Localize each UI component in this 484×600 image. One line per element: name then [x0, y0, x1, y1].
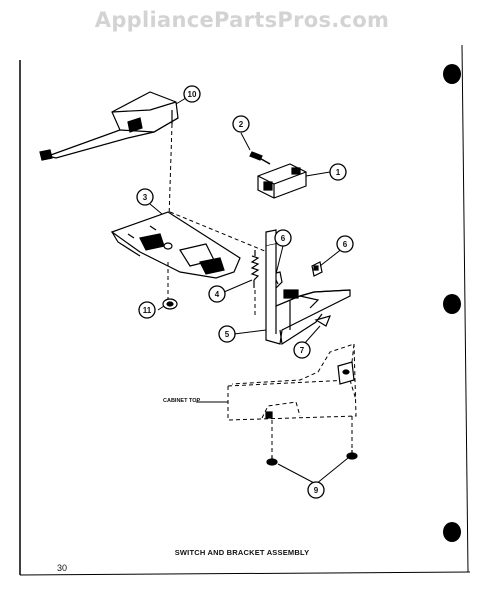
callout-leaders — [149, 97, 349, 485]
callout-10-circle — [183, 85, 201, 103]
bracket-dash-line — [169, 211, 273, 255]
cabinet-detail — [265, 361, 355, 419]
callout-6-left: 6 — [281, 234, 286, 243]
binder-holes — [443, 64, 461, 542]
callout-circles — [136, 85, 354, 499]
switch-part — [257, 163, 307, 199]
callout-9: 9 — [314, 486, 319, 495]
actuator-lever-part — [39, 91, 179, 161]
bottom-screw-right — [346, 450, 358, 460]
callout-10: 10 — [188, 90, 197, 99]
callout-9-circle — [307, 481, 325, 499]
diagram-caption: SWITCH AND BRACKET ASSEMBLY — [174, 548, 310, 557]
callout-11: 11 — [143, 306, 152, 315]
site-watermark: AppliancePartsPros.com — [94, 8, 390, 32]
callout-6-right: 6 — [343, 240, 348, 249]
callout-2-circle — [232, 115, 250, 133]
cabinet-top-outline — [227, 343, 357, 421]
callout-1-circle — [329, 163, 347, 181]
callout-7: 7 — [300, 346, 305, 355]
callout-6-left-circle — [274, 229, 292, 247]
bracket-plate-part — [110, 211, 241, 279]
clip-part-right — [311, 261, 323, 277]
callout-5-circle — [218, 325, 236, 343]
callout-4-circle — [208, 285, 226, 303]
page-number: 30 — [57, 563, 68, 573]
callout-4: 4 — [215, 290, 220, 299]
nut-part — [162, 298, 178, 310]
callout-numbers: 10 2 1 3 6 6 4 11 5 7 9 — [143, 90, 348, 495]
callout-1: 1 — [336, 168, 341, 177]
callout-7-circle — [293, 341, 311, 359]
spring-part — [250, 250, 260, 288]
mounting-bracket-part — [265, 229, 351, 346]
bottom-screw-left — [266, 456, 278, 466]
cabinet-top-label: CABINET TOP — [163, 398, 201, 404]
callout-6-right-circle — [336, 235, 354, 253]
screw-part — [249, 151, 271, 165]
page-frame — [19, 44, 471, 576]
callout-3-circle — [136, 188, 154, 206]
callout-5: 5 — [225, 330, 230, 339]
callout-2: 2 — [239, 120, 244, 129]
callout-3: 3 — [143, 193, 148, 202]
callout-11-circle — [138, 301, 156, 319]
